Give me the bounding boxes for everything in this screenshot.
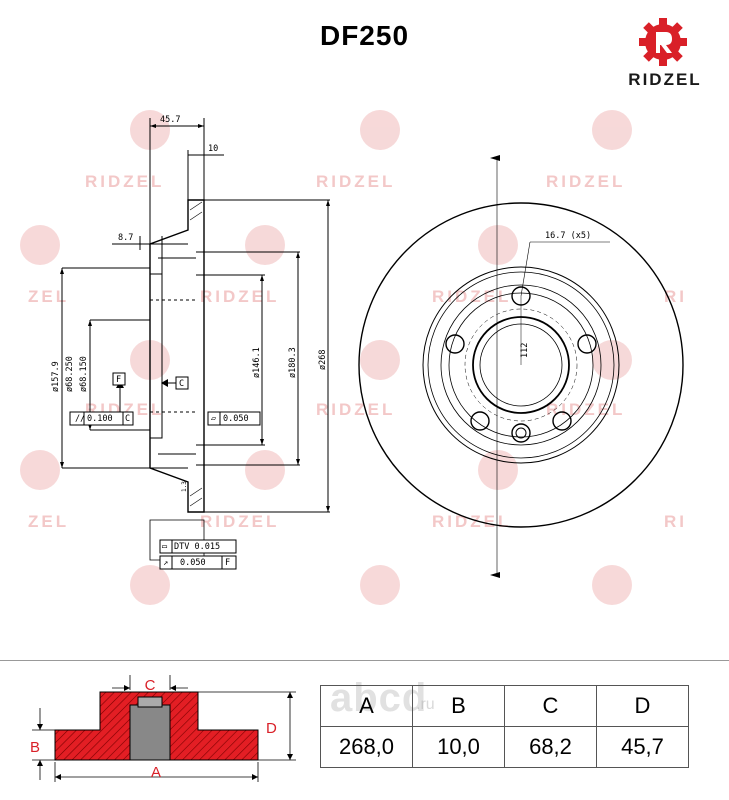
watermark-text: RIDZEL [546,172,626,191]
dim-268: ø268 [318,350,328,370]
watermark-text: ZEL [28,287,70,306]
datum-c-label: C [179,379,184,389]
table-header-cell: A [320,685,413,727]
table-cell: 10,0 [412,726,505,768]
watermark-text: RI [664,287,687,306]
dim-68-250: ø68.250 [65,356,75,392]
tol-left-value: 0.100 [87,414,113,424]
watermark-text: RIDZEL [200,287,280,306]
table-header-row: A B C D [320,685,689,727]
brand-name: RIDZEL [628,70,702,89]
watermark-text: ZEL [28,512,70,531]
watermark-text: RIDZEL [200,512,280,531]
table-header-cell: B [412,685,505,727]
dim-thickness: 10 [208,144,218,154]
technical-drawing: 45.7 10 8.7 ø157.9 ø68.250 ø68.150 ø146.… [51,115,684,578]
pcd-dim: 112 [520,343,530,358]
table-row: 268,0 10,0 68,2 45,7 [320,726,689,768]
dim-157-9: ø157.9 [51,361,61,392]
dim-hat-depth: 8.7 [118,233,133,243]
bolt-hole-dim: 16.7 (x5) [545,231,591,241]
tol-left-ref: C [125,414,130,424]
ridzel-logo [639,18,687,66]
dim-offset: 45.7 [160,115,180,125]
dtv-value: DTV 0.015 [174,542,220,552]
schematic-label-d: D [266,720,277,737]
runout-symbol: ↗ [163,558,168,568]
spec-table: A B C D 268,0 10,0 68,2 45,7 [320,685,689,768]
watermark-text: RIDZEL [316,400,396,419]
dim-146-1: ø146.1 [252,347,262,378]
watermark-text: RIDZEL [546,400,626,419]
table-cell: 68,2 [504,726,597,768]
watermark-text: RI [664,512,687,531]
schematic-label-a: A [151,764,161,781]
dtv-symbol: ▭ [162,542,167,552]
watermark-text: RIDZEL [316,172,396,191]
table-cell: 268,0 [320,726,413,768]
dim-180-3: ø180.3 [288,347,298,378]
table-cell: 45,7 [596,726,689,768]
dim-68-150: ø68.150 [79,356,89,392]
schematic-label-b: B [30,739,40,756]
dim-small: 1.3 [181,481,188,492]
datum-f-label: F [116,375,121,385]
watermark-text: RIDZEL [432,512,512,531]
flatness-symbol: ▱ [211,414,217,424]
tol-right-value: 0.050 [223,414,249,424]
watermark-text: RIDZEL [85,172,165,191]
schematic-label-c: C [145,677,156,694]
table-header-cell: D [596,685,689,727]
runout-value: 0.050 [180,558,206,568]
parallel-symbol: // [75,414,85,424]
page-title: DF250 [319,20,410,51]
runout-ref: F [225,558,230,568]
section-divider [0,660,729,661]
table-header-cell: C [504,685,597,727]
